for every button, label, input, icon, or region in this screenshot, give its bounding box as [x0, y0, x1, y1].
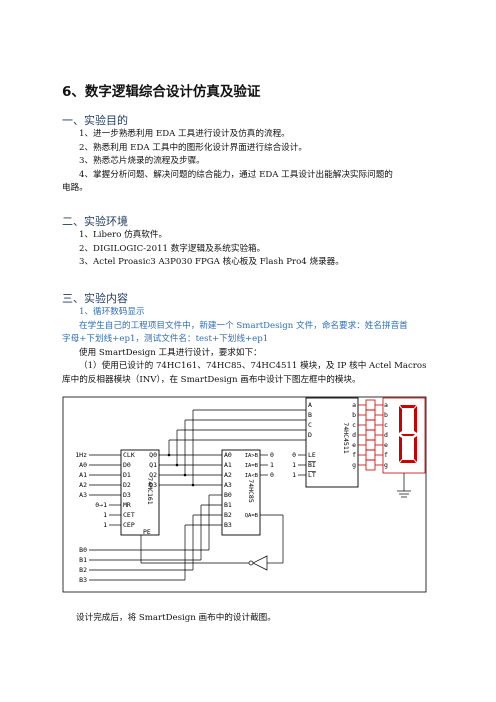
- pin-label: A: [308, 401, 312, 409]
- chip-74hc85: [221, 449, 261, 536]
- digit-8-glyph: [399, 405, 417, 463]
- pin-label: IA>B: [245, 453, 259, 459]
- page-title: 6、数字逻辑综合设计仿真及验证: [62, 84, 261, 100]
- pin-label: B1: [224, 501, 232, 509]
- pin-label: a: [352, 401, 356, 409]
- chip-74hc4511: [305, 397, 359, 488]
- pin-label: D2: [123, 481, 131, 489]
- input-label: A3: [79, 491, 87, 499]
- pin-label: d: [352, 431, 356, 439]
- pin-label: LE: [308, 451, 316, 459]
- pin-label: D0: [123, 461, 131, 469]
- pin-label: B0: [224, 491, 232, 499]
- pin-label: B2: [224, 511, 232, 519]
- input-label: A0: [79, 461, 87, 469]
- circuit-diagram: 74HC161 74HC85 74HC4511 CLK D0 D1 D2 D3 …: [62, 396, 427, 593]
- display-pin-label: a: [384, 401, 388, 409]
- content-body: 1、循环数码显示 在学生自己的工程项目文件中，新建一个 SmartDesign …: [62, 306, 434, 387]
- section-heading-purpose: 一、实验目的: [62, 114, 128, 127]
- list-item: 4、掌握分析问题、解决问题的综合能力，通过 EDA 工具设计出能解决实际问题的: [79, 169, 393, 180]
- pin-label: Q2: [149, 471, 157, 479]
- pin-label: b: [352, 411, 356, 419]
- pin-label: LT: [308, 471, 316, 479]
- list-item: 电路。: [62, 183, 88, 193]
- pin-label: D: [308, 431, 312, 439]
- list-item: 2、DIGILOGIC-2011 数字逻辑及系统实验箱。: [79, 243, 266, 254]
- display-pin-label: e: [384, 441, 388, 449]
- pin-label: CEP: [123, 521, 135, 529]
- section-heading-content: 三、实验内容: [62, 292, 128, 305]
- input-label: B2: [79, 566, 87, 574]
- display-pin-label: c: [384, 421, 388, 429]
- pin-label: A2: [224, 471, 232, 479]
- pin-label: e: [352, 441, 356, 449]
- chip-label-161: 74HC161: [146, 477, 154, 504]
- pin-label: B3: [224, 521, 232, 529]
- environment-list: 1、Libero 仿真软件。 2、DIGILOGIC-2011 数字逻辑及系统实…: [62, 229, 434, 270]
- input-label: 1Hz: [75, 451, 87, 459]
- pin-label: IA=B: [245, 463, 259, 469]
- input-label: A1: [79, 471, 87, 479]
- list-item: 1、Libero 仿真软件。: [79, 230, 168, 240]
- list-item: 3、熟悉芯片烧录的流程及步骤。: [79, 156, 205, 166]
- input-label: B1: [79, 556, 87, 564]
- display-pin-label: g: [384, 461, 388, 469]
- pin-label: D3: [123, 491, 131, 499]
- pin-label: CLK: [123, 451, 135, 459]
- pin-label: C: [308, 421, 312, 429]
- list-item: 3、Actel Proasic3 A3P030 FPGA 核心板及 Flash …: [79, 257, 344, 267]
- section-heading-environment: 二、实验环境: [62, 215, 128, 228]
- input-label: 1: [103, 511, 107, 519]
- circuit-frame: [62, 396, 427, 593]
- input-label: A2: [79, 481, 87, 489]
- input-label: 0→1: [95, 501, 107, 509]
- pin-label: Q1: [149, 461, 157, 469]
- pin-label: A3: [224, 481, 232, 489]
- figure-caption: 设计完成后，将 SmartDesign 画布中的设计截图。: [76, 613, 276, 623]
- requirement-intro: 使用 SmartDesign 工具进行设计，要求如下：: [79, 347, 262, 358]
- purpose-list: 1、进一步熟悉利用 EDA 工具进行设计及仿真的流程。 2、熟悉利用 EDA 工…: [62, 128, 434, 196]
- input-label: 1: [103, 521, 107, 529]
- display-pin-label: d: [384, 431, 388, 439]
- requirement-line: （1）使用已设计的 74HC161、74HC85、74HC4511 模块，及 I…: [79, 361, 427, 371]
- pin-label: Q3: [149, 481, 157, 489]
- requirement-line: 库中的反相器模块（INV），在 SmartDesign 画布中设计下图左框中的模…: [62, 374, 361, 385]
- pin-label: Q0: [149, 451, 157, 459]
- chip-74hc161: [120, 449, 160, 536]
- pin-label: BI: [308, 461, 316, 469]
- display-pin-label: b: [384, 411, 388, 419]
- const-label: 1: [292, 461, 296, 469]
- chip-label-4511: 74HC4511: [342, 422, 350, 453]
- const-label: 1: [292, 471, 296, 479]
- pin-label: c: [352, 421, 356, 429]
- const-label: 0: [292, 451, 296, 459]
- display-pin-label: f: [384, 451, 388, 459]
- pin-label-out: QA=B: [245, 513, 259, 519]
- input-label: B3: [79, 576, 87, 584]
- list-item: 2、熟悉利用 EDA 工具中的图形化设计界面进行综合设计。: [79, 142, 307, 153]
- subheading-loop-display: 1、循环数码显示: [79, 307, 145, 317]
- pin-label: f: [352, 451, 356, 459]
- pin-label: D1: [123, 471, 131, 479]
- pin-label: CET: [123, 511, 135, 519]
- list-item: 1、进一步熟悉利用 EDA 工具进行设计及仿真的流程。: [79, 129, 290, 139]
- inverter-symbol: [252, 555, 268, 571]
- pin-label: MR: [123, 501, 131, 509]
- instruction-line: 字母+下划线+ep1，测试文件名：test+下划线+ep1: [62, 334, 269, 344]
- const-label: 0: [270, 451, 274, 459]
- const-label: 1: [270, 461, 274, 469]
- pin-label: B: [308, 411, 312, 419]
- chip-label-85: 74HC85: [247, 479, 255, 503]
- instruction-line: 在学生自己的工程项目文件中，新建一个 SmartDesign 文件，命名要求：姓…: [79, 320, 408, 331]
- pin-label: g: [352, 461, 356, 469]
- pin-label: A0: [224, 451, 232, 459]
- input-label: B0: [79, 546, 87, 554]
- ground-icon: [397, 473, 411, 498]
- const-label: 0: [270, 471, 274, 479]
- pin-label: A1: [224, 461, 232, 469]
- pin-label: IA<B: [245, 473, 259, 479]
- pin-label-pe: PE: [143, 528, 151, 536]
